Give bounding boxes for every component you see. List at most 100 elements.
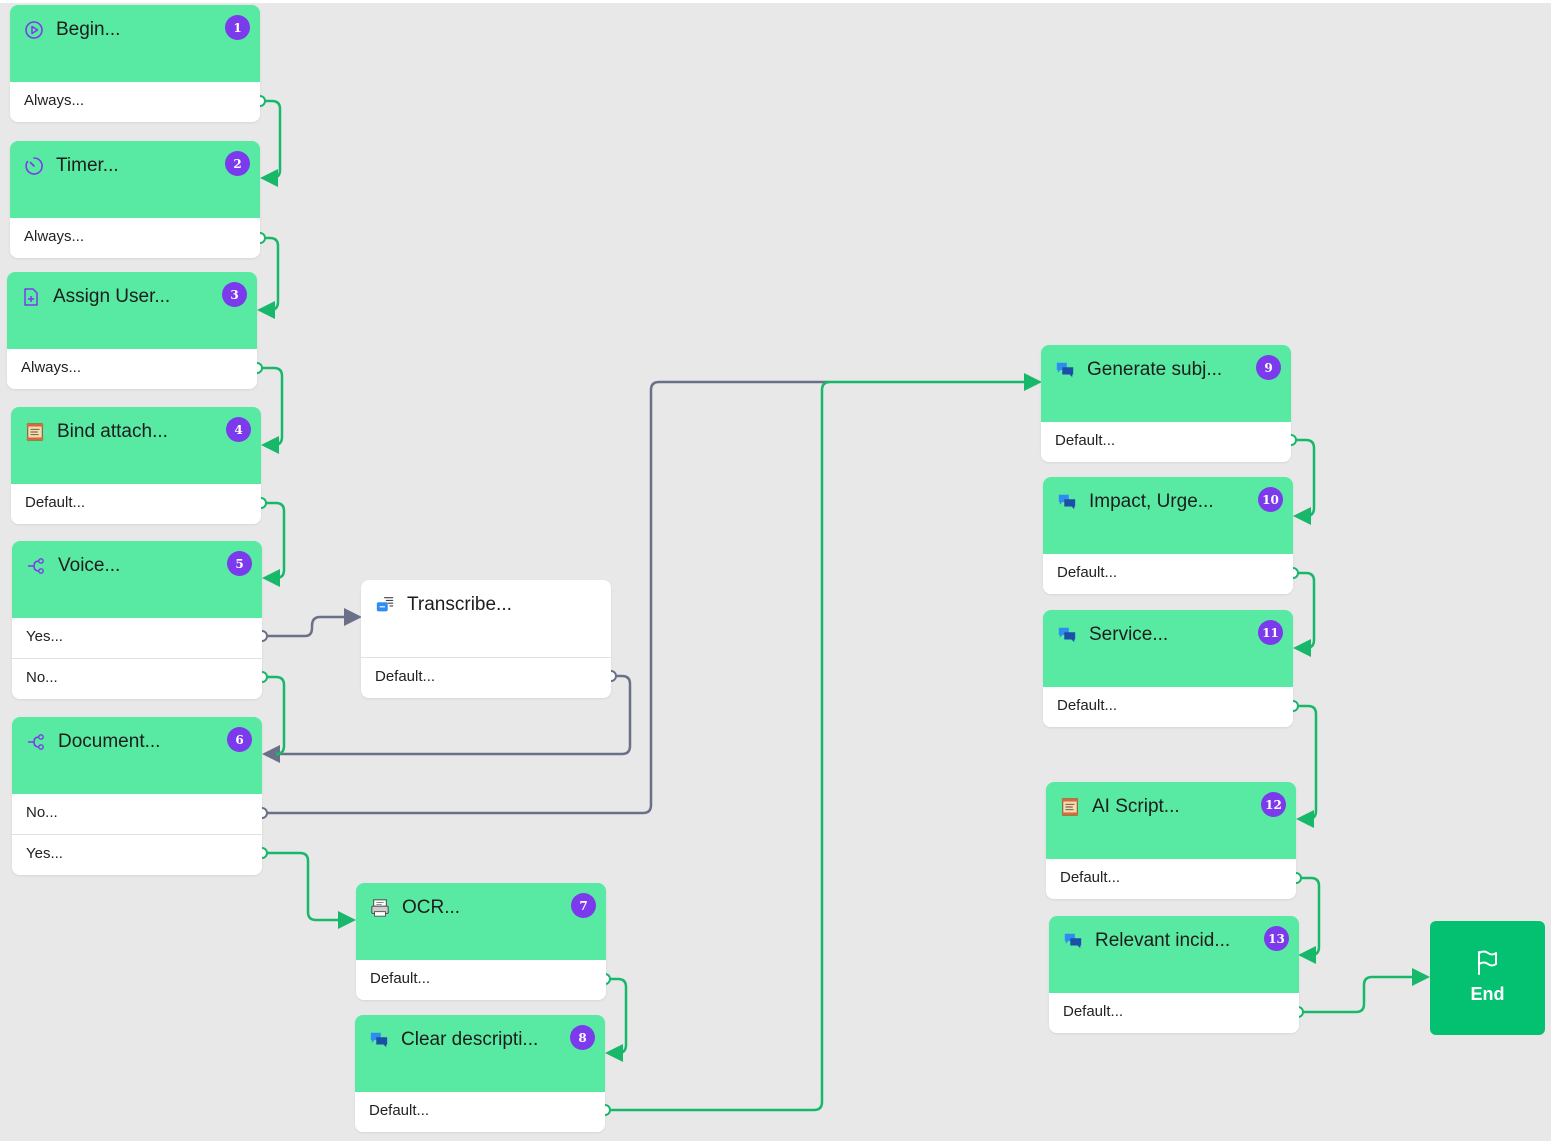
output-row[interactable]: No...: [12, 658, 262, 699]
wire-11-to-12[interactable]: [1293, 704, 1318, 821]
wire-6-no-to-9[interactable]: [262, 380, 830, 815]
node-header[interactable]: Clear descripti... 8: [355, 1015, 605, 1092]
node-title: Assign User...: [53, 286, 171, 307]
output-row[interactable]: Default...: [1041, 422, 1291, 462]
node-title: Transcribe...: [407, 594, 512, 615]
wire-9-to-10[interactable]: [1291, 438, 1316, 518]
node-header[interactable]: Relevant incid... 13: [1049, 916, 1299, 993]
wire-8-to-9[interactable]: [605, 380, 1025, 1112]
node-header[interactable]: Impact, Urge... 10: [1043, 477, 1293, 554]
output-label: No...: [26, 669, 58, 686]
node-title: Timer...: [56, 155, 119, 176]
output-row[interactable]: Default...: [1046, 859, 1296, 899]
wire-transcribe-to-6[interactable]: [278, 674, 632, 756]
output-row[interactable]: Default...: [361, 658, 611, 698]
output-label: Default...: [375, 668, 436, 685]
arrowhead-end: [1412, 968, 1430, 986]
node-header[interactable]: Generate subj... 9: [1041, 345, 1291, 422]
node-header[interactable]: Transcribe...: [361, 580, 611, 658]
node-header[interactable]: Document... 6: [12, 717, 262, 794]
wire-10-to-11[interactable]: [1293, 571, 1316, 650]
node-assign-user[interactable]: Assign User... 3 Always...: [7, 272, 257, 389]
node-header[interactable]: Service... 11: [1043, 610, 1293, 687]
wire-5-yes-to-transcribe[interactable]: [262, 615, 345, 638]
node-service[interactable]: Service... 11 Default...: [1043, 610, 1293, 727]
wire-5-no-to-6[interactable]: [262, 675, 286, 756]
arrowhead-10: [1293, 507, 1311, 525]
node-header[interactable]: Assign User... 3: [7, 272, 257, 349]
node-title: Begin...: [56, 19, 121, 40]
node-clear-description[interactable]: Clear descripti... 8 Default...: [355, 1015, 605, 1132]
wire-7-to-8[interactable]: [605, 977, 628, 1055]
output-row[interactable]: No...: [12, 794, 262, 834]
output-row[interactable]: Default...: [1043, 554, 1293, 594]
step-badge: 2: [225, 151, 250, 176]
node-impact-urgency[interactable]: Impact, Urge... 10 Default...: [1043, 477, 1293, 594]
step-badge: 13: [1264, 926, 1289, 951]
node-bind-attach[interactable]: Bind attach... 4 Default...: [11, 407, 261, 524]
node-ai-script[interactable]: AI Script... 12 Default...: [1046, 782, 1296, 899]
node-title: Relevant incid...: [1095, 930, 1231, 951]
active-wires: [257, 99, 1414, 1112]
node-voice[interactable]: Voice... 5 Yes... No...: [12, 541, 262, 699]
branch-icon: [26, 732, 46, 752]
node-header[interactable]: Voice... 5: [12, 541, 262, 618]
node-document[interactable]: Document... 6 No... Yes...: [12, 717, 262, 875]
arrowhead-4: [261, 436, 279, 454]
step-badge: 5: [227, 551, 252, 576]
node-title: Service...: [1089, 624, 1169, 645]
arrowhead-7: [338, 911, 356, 929]
node-header[interactable]: OCR... 7: [356, 883, 606, 960]
wire-13-to-end[interactable]: [1298, 975, 1414, 1014]
output-row[interactable]: Default...: [1049, 993, 1299, 1033]
output-row[interactable]: Yes...: [12, 834, 262, 875]
wire-4-to-5[interactable]: [261, 501, 286, 580]
node-header[interactable]: AI Script... 12: [1046, 782, 1296, 859]
step-badge: 8: [570, 1025, 595, 1050]
output-label: Default...: [1055, 432, 1116, 449]
wire-12-to-13[interactable]: [1296, 876, 1321, 957]
wire-2-to-3[interactable]: [260, 236, 280, 312]
step-badge: 6: [227, 727, 252, 752]
node-ocr[interactable]: OCR... 7 Default...: [356, 883, 606, 1000]
node-title: Generate subj...: [1087, 359, 1223, 380]
chat-bubbles-icon: [1063, 931, 1083, 951]
output-label: Default...: [1057, 564, 1118, 581]
output-row[interactable]: Yes...: [12, 618, 262, 658]
output-row[interactable]: Default...: [355, 1092, 605, 1132]
node-title: Clear descripti...: [401, 1029, 539, 1050]
output-row[interactable]: Default...: [356, 960, 606, 1000]
output-label: Yes...: [26, 628, 63, 645]
node-title: OCR...: [402, 897, 461, 918]
node-header[interactable]: Timer... 2: [10, 141, 260, 218]
node-relevant-incidents[interactable]: Relevant incid... 13 Default...: [1049, 916, 1299, 1033]
output-row[interactable]: Always...: [7, 349, 257, 389]
node-header[interactable]: Begin... 1: [10, 5, 260, 82]
output-label: Always...: [24, 92, 85, 109]
output-row[interactable]: Always...: [10, 218, 260, 258]
wire-6-yes-to-7[interactable]: [262, 851, 341, 922]
end-label: End: [1470, 984, 1505, 1004]
node-title: AI Script...: [1092, 796, 1180, 817]
scanner-icon: [370, 898, 390, 918]
arrowhead-12: [1296, 810, 1314, 828]
end-node[interactable]: End: [1430, 921, 1545, 1035]
output-row[interactable]: Default...: [11, 484, 261, 524]
node-begin[interactable]: Begin... 1 Always...: [10, 5, 260, 122]
step-badge: 11: [1258, 620, 1283, 645]
output-label: Yes...: [26, 845, 63, 862]
node-generate-subject[interactable]: Generate subj... 9 Default...: [1041, 345, 1291, 462]
output-row[interactable]: Always...: [10, 82, 260, 122]
output-label: Always...: [21, 359, 82, 376]
script-scroll-icon: [1060, 797, 1080, 817]
output-label: No...: [26, 804, 58, 821]
arrowhead-11: [1293, 639, 1311, 657]
node-transcribe[interactable]: Transcribe... Default...: [361, 580, 611, 698]
node-header[interactable]: Bind attach... 4: [11, 407, 261, 484]
node-timer[interactable]: Timer... 2 Always...: [10, 141, 260, 258]
wire-1-to-2[interactable]: [260, 99, 282, 180]
output-label: Default...: [1063, 1003, 1124, 1020]
output-row[interactable]: Default...: [1043, 687, 1293, 727]
step-badge: 3: [222, 282, 247, 307]
chat-bubbles-icon: [1057, 625, 1077, 645]
